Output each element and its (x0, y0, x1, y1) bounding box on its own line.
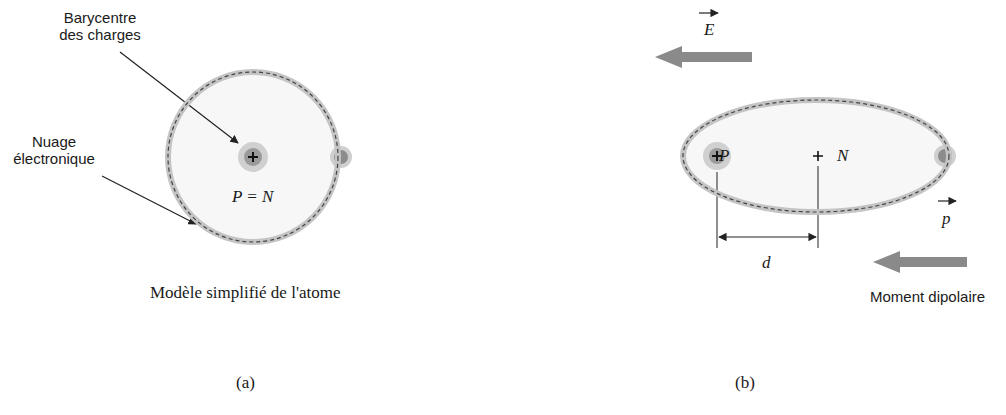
node-label: P = N (232, 187, 273, 207)
vector-overarrow (699, 12, 718, 13)
vector-symbol: p (942, 209, 951, 229)
nucleus-halo (703, 142, 731, 170)
distance-symbol: d (762, 253, 771, 273)
electron-cloud: P = N (165, 69, 341, 245)
cloud-fill (683, 100, 949, 212)
plus-sign (813, 151, 823, 161)
electron-halo (330, 146, 352, 168)
panel-letter: (a) (236, 373, 255, 393)
dipole-arrow (873, 251, 967, 273)
dimension-arrow (719, 236, 816, 237)
panel-letter: (b) (735, 373, 755, 393)
deformed-cloud: PN (680, 97, 952, 215)
field-arrow (655, 46, 752, 68)
cloud-outline (165, 69, 341, 245)
nucleus (244, 148, 262, 166)
leader-line (120, 52, 238, 143)
node-label: P (719, 146, 729, 166)
callout-label: Barycentre des charges (52, 9, 148, 44)
extension-line (818, 166, 819, 248)
extension-line (717, 172, 718, 248)
vector-overarrow (938, 200, 956, 201)
plus-sign (248, 152, 258, 162)
node-label: N (837, 146, 848, 166)
callout-label: Moment dipolaire (870, 288, 985, 305)
callout-label: Nuage électronique (4, 133, 104, 168)
cloud-fill (167, 71, 339, 243)
caption-text: Modèle simplifié de l'atome (150, 283, 341, 303)
vector-symbol: E (704, 20, 714, 40)
nucleus-halo (238, 142, 268, 172)
